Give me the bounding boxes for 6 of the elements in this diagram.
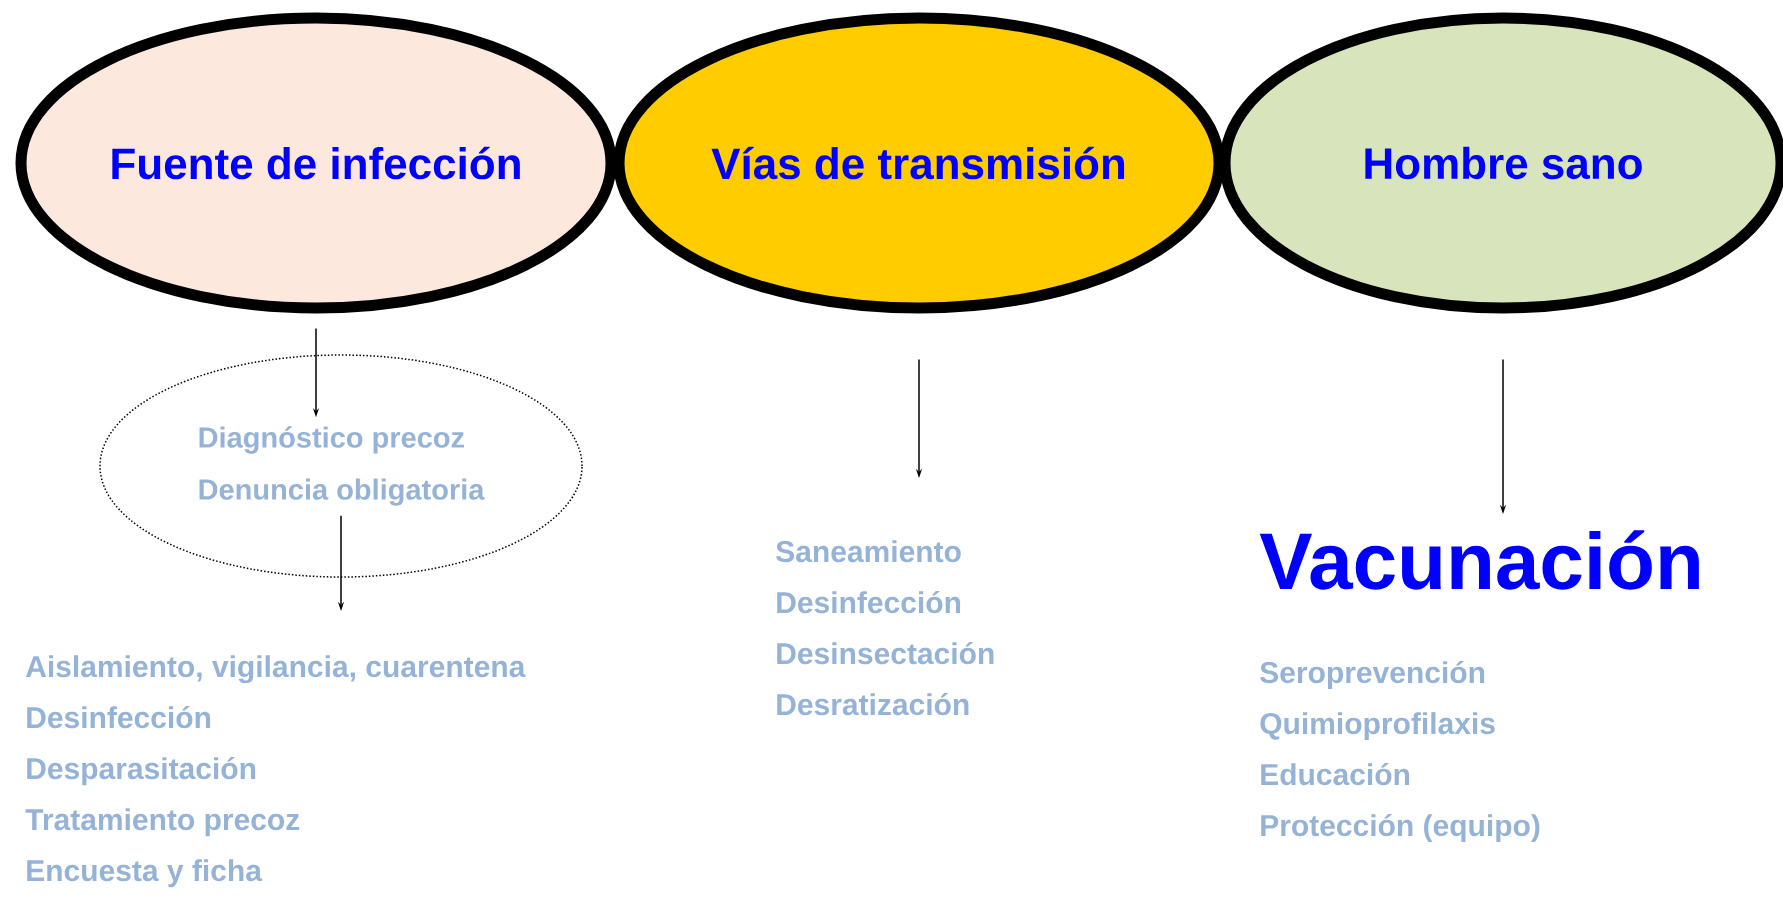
ellipse-node: Fuente de infección [15,12,617,314]
ellipse-node: Hombre sano [1219,12,1783,314]
text-list: Aislamiento, vigilancia, cuarentena Desinfección Desparasitación Tratamiento precoz Encuesta y ficha [25,655,526,888]
text-list: Vacunación Seroprevención Quimioprofilaxis Educación Protección (equipo) [1259,530,1699,843]
text-list: Saneamiento Desinfección Desinsectación Desratización [776,540,994,716]
ellipse-node: Vías de transmisión [613,12,1225,314]
